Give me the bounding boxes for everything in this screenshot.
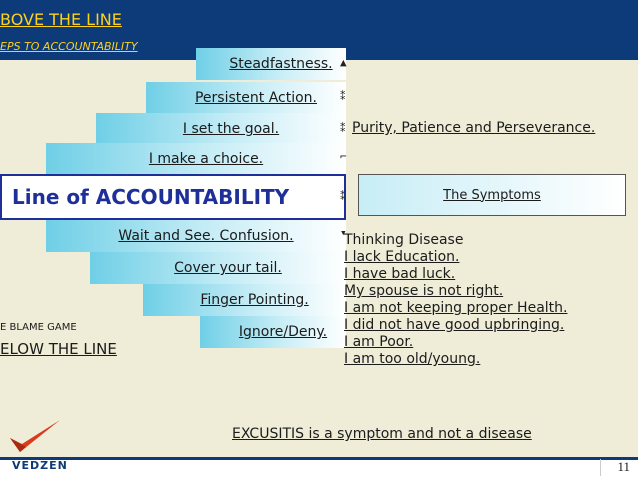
tick-mark: ▲ [340, 56, 347, 69]
list-item: I have bad luck. [344, 266, 456, 282]
tick-mark: ▾ [340, 226, 347, 239]
list-item: I am too old/young. [344, 351, 481, 367]
line-of-accountability: Line of ACCOUNTABILITY [0, 174, 346, 220]
step-finger-pointing: Finger Pointing. [143, 284, 346, 316]
page-number: 11 [600, 459, 634, 476]
step-steadfastness: Steadfastness. [196, 48, 346, 80]
tick-mark: ⁑ [340, 190, 346, 203]
tick-mark: ⁑ [340, 122, 346, 135]
slide-title: BOVE THE LINE [0, 10, 122, 29]
excusitis-caption: EXCUSITIS is a symptom and not a disease [232, 426, 532, 442]
list-item: Thinking Disease [344, 232, 464, 248]
slide-subtitle: EPS TO ACCOUNTABILITY [0, 40, 138, 53]
tick-mark: ⁑ [340, 90, 346, 103]
list-item: I am not keeping proper Health. [344, 300, 568, 316]
footer-bar [0, 457, 638, 479]
step-ignore-deny: Ignore/Deny. [200, 316, 346, 348]
symptoms-box: The Symptoms [358, 174, 626, 216]
tick-mark: ⌐ [340, 150, 347, 163]
checkmark-logo-icon [10, 420, 60, 452]
blame-game-label: E BLAME GAME [0, 322, 77, 333]
step-cover-tail: Cover your tail. [90, 252, 346, 284]
list-item: I lack Education. [344, 249, 460, 265]
symptom-list: Thinking Disease I lack Education. I hav… [344, 232, 567, 368]
step-persistent-action: Persistent Action. [146, 82, 346, 114]
purity-text: Purity, Patience and Perseverance. [352, 120, 596, 136]
logo-text: VEDZEN [12, 459, 68, 472]
list-item: My spouse is not right. [344, 283, 504, 299]
list-item: I am Poor. [344, 334, 414, 350]
below-line-label: ELOW THE LINE [0, 340, 117, 358]
list-item: I did not have good upbringing. [344, 317, 565, 333]
step-set-goal: I set the goal. [96, 113, 346, 145]
symptoms-title: The Symptoms [443, 187, 541, 203]
step-make-choice: I make a choice. [46, 143, 346, 175]
step-wait-and-see: Wait and See. Confusion. [46, 220, 346, 252]
